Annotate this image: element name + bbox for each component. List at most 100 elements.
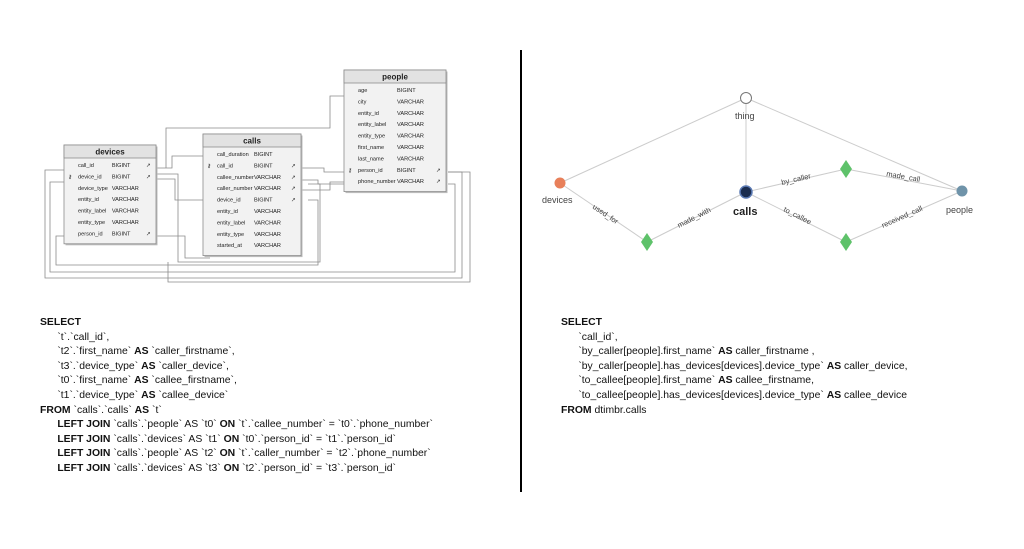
sql-keyword: LEFT JOIN — [57, 419, 111, 431]
column-name: device_id — [78, 174, 102, 180]
edge-label-made-with: made_with — [676, 205, 712, 229]
edge-madewith-calls — [646, 191, 747, 243]
sql-text: `t0`.`first_name` — [40, 375, 135, 387]
node-calls[interactable] — [739, 185, 753, 199]
link-icon: ↗ — [146, 231, 151, 237]
sql-text: `call_id`, — [561, 331, 618, 343]
sql-text: `to_callee[people].first_name` — [561, 375, 719, 387]
sql-line: `t1`.`device_type` AS `callee_device` — [40, 389, 433, 404]
sql-keyword: AS — [826, 360, 842, 372]
sql-text: `calls`.`people` AS `t0` — [110, 419, 220, 431]
node-thing[interactable] — [740, 92, 752, 104]
sql-keyword: ON — [219, 448, 236, 460]
sql-line: LEFT JOIN `calls`.`people` AS `t2` ON `t… — [40, 447, 433, 462]
graph-edge-labels: used_for made_with by_caller made_call t… — [591, 169, 924, 230]
sql-line: `to_callee[people].first_name` AS callee… — [561, 374, 908, 389]
sql-line: LEFT JOIN `calls`.`devices` AS `t1` ON `… — [40, 433, 433, 448]
column-type: VARCHAR — [112, 186, 139, 192]
column-type: BIGINT — [112, 163, 131, 169]
er-connectors — [44, 95, 471, 283]
sql-text: `callee_device` — [155, 389, 229, 401]
sql-text: `by_caller[people].has_devices[devices].… — [561, 360, 827, 372]
sql-text: `by_caller[people].first_name` — [561, 346, 719, 358]
column-name: entity_id — [217, 209, 238, 215]
column-name: entity_id — [78, 197, 99, 203]
node-devices[interactable] — [554, 177, 566, 189]
link-icon: ↗ — [436, 179, 441, 185]
relation-made-with-diamond[interactable] — [641, 233, 653, 251]
edge-receivedcall-people — [845, 190, 963, 243]
sql-line: LEFT JOIN `calls`.`devices` AS `t3` ON `… — [40, 462, 433, 477]
sql-keyword: AS — [134, 346, 149, 358]
link-icon: ↗ — [291, 175, 296, 181]
sql-text — [40, 434, 57, 445]
sql-text: `t2`.`first_name` — [40, 346, 135, 358]
sql-text — [40, 463, 57, 474]
sql-keyword: AS — [718, 375, 733, 387]
sql-line: LEFT JOIN `calls`.`people` AS `t0` ON `t… — [40, 418, 433, 433]
column-type: BIGINT — [112, 174, 131, 180]
column-type: VARCHAR — [254, 232, 281, 238]
node-label-thing: thing — [735, 111, 755, 121]
sql-line: `t2`.`first_name` AS `caller_firstname`, — [40, 345, 433, 360]
sql-line: SELECT — [561, 316, 908, 331]
column-name: entity_label — [217, 220, 245, 226]
sql-text: `calls`.`devices` AS `t1` — [110, 433, 224, 445]
sql-text: dtimbr.calls — [591, 404, 647, 416]
column-name: city — [358, 99, 367, 105]
sql-keyword: ON — [219, 419, 236, 431]
sql-line: SELECT — [40, 316, 433, 331]
edge-thing-devices — [559, 97, 747, 184]
sql-keyword: AS — [141, 389, 156, 401]
sql-text: caller_device, — [841, 360, 908, 372]
column-type: VARCHAR — [254, 220, 281, 226]
column-type: VARCHAR — [254, 243, 281, 249]
column-name: entity_label — [78, 209, 106, 215]
sql-text: `t`.`callee_number` = `t0`.`phone_number… — [235, 419, 433, 431]
relation-to-callee-diamond[interactable] — [840, 233, 852, 251]
sql-line: FROM dtimbr.calls — [561, 404, 908, 419]
edge-label-used-for: used_for — [591, 202, 621, 226]
sql-keyword: AS — [134, 375, 149, 387]
column-type: VARCHAR — [254, 209, 281, 215]
sql-keyword: ON — [223, 462, 240, 474]
sql-text: `calls`.`people` AS `t2` — [110, 448, 220, 460]
column-type: BIGINT — [254, 163, 273, 169]
column-type: VARCHAR — [112, 197, 139, 203]
sql-text: `calls`.`devices` AS `t3` — [110, 462, 224, 474]
sql-text: caller_firstname , — [732, 346, 815, 358]
column-type: VARCHAR — [397, 145, 424, 151]
column-name: call_id — [217, 163, 233, 169]
column-name: device_type — [78, 186, 108, 192]
column-type: VARCHAR — [397, 179, 424, 185]
column-type: VARCHAR — [112, 220, 139, 226]
relation-by-caller-diamond[interactable] — [840, 160, 852, 178]
sql-line: `t3`.`device_type` AS `caller_device`, — [40, 360, 433, 375]
node-people[interactable] — [956, 185, 968, 197]
sql-line: `to_callee[people].has_devices[devices].… — [561, 389, 908, 404]
sql-text: `callee_firstname`, — [148, 375, 237, 387]
sql-text: `caller_firstname`, — [148, 346, 235, 358]
sql-text: `t`.`call_id`, — [40, 331, 110, 343]
sql-text: callee_device — [841, 389, 907, 401]
column-type: VARCHAR — [254, 186, 281, 192]
sql-text: `t3`.`device_type` — [40, 360, 142, 372]
graph-edges — [559, 97, 963, 243]
edge-calls-bycaller — [745, 168, 847, 193]
link-icon: ↗ — [146, 163, 151, 169]
table-title: devices — [95, 148, 125, 157]
sql-text: `to_callee[people].has_devices[devices].… — [561, 389, 827, 401]
sql-text: `t0`.`person_id` = `t1`.`person_id` — [239, 433, 397, 445]
sql-keyword: LEFT JOIN — [57, 433, 111, 445]
vertical-divider — [520, 50, 522, 492]
column-name: caller_number — [217, 186, 253, 192]
node-label-calls: calls — [733, 206, 757, 218]
sql-line: `by_caller[people].first_name` AS caller… — [561, 345, 908, 360]
sql-text: `t` — [149, 404, 162, 416]
sql-text: `t1`.`device_type` — [40, 389, 142, 401]
key-icon: ⚷ — [68, 173, 72, 180]
